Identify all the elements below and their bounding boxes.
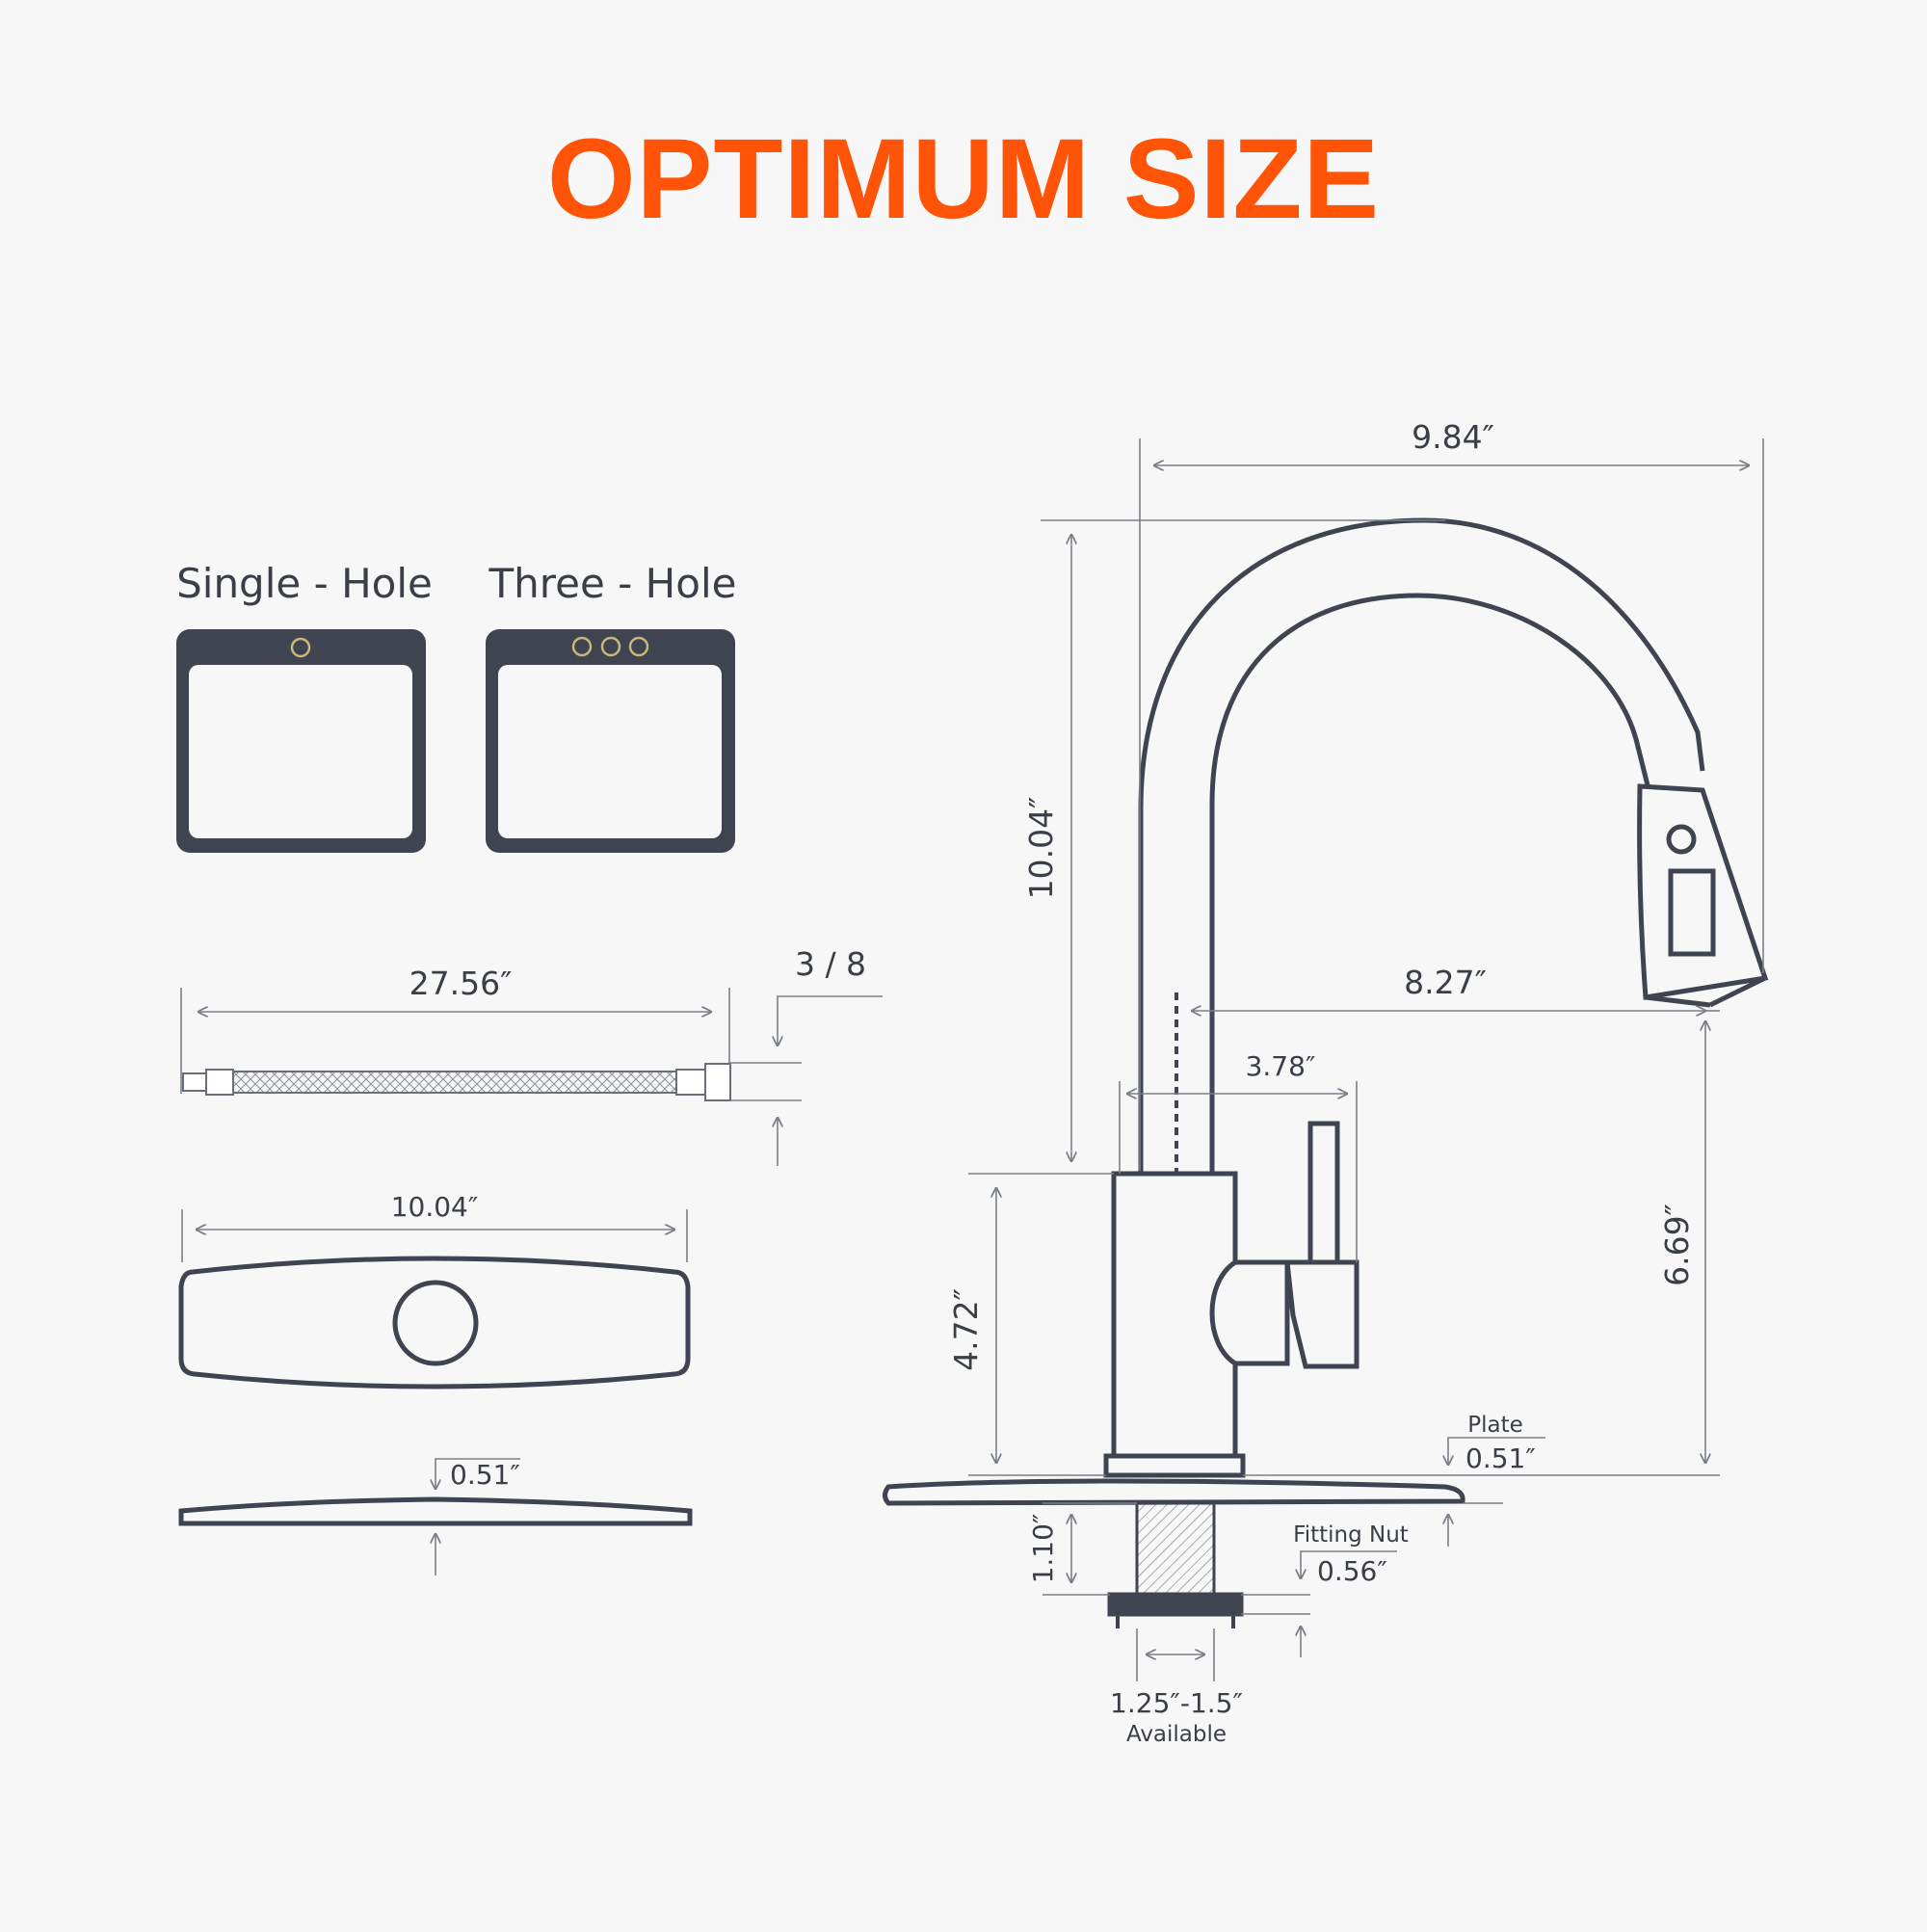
faucet-hole-icon xyxy=(571,636,593,657)
faucet-drawing xyxy=(883,517,1769,1628)
page-title: OPTIMUM SIZE xyxy=(546,116,1381,243)
single-hole-sink xyxy=(176,629,426,853)
spout-clearance-label: 6.69″ xyxy=(1658,1204,1696,1286)
handle-offset-label: 3.78″ xyxy=(1246,1050,1316,1082)
shank-length-label: 1.10″ xyxy=(1027,1514,1059,1584)
hole-note-label: Available xyxy=(1126,1722,1227,1747)
body-height-label: 4.72″ xyxy=(947,1288,985,1371)
water-hose xyxy=(180,988,883,1166)
plate-label: Plate xyxy=(1467,1413,1523,1438)
hose-thread-label: 3 / 8 xyxy=(795,945,866,983)
fitting-nut-label: Fitting Nut xyxy=(1293,1522,1409,1548)
faucet-hole-icon xyxy=(600,636,621,657)
deck-plate-thickness-label: 0.51″ xyxy=(450,1459,520,1491)
faucet-hole-icon xyxy=(290,637,311,658)
center-hole-icon xyxy=(392,1280,479,1366)
hole-range-label: 1.25″-1.5″ xyxy=(1110,1687,1243,1719)
faucet-reach-label: 9.84″ xyxy=(1412,418,1494,456)
spray-toggle-icon xyxy=(1668,868,1716,957)
spout-reach-label: 8.27″ xyxy=(1404,964,1487,1001)
three-hole-label: Three - Hole xyxy=(488,560,737,607)
three-hole-sink xyxy=(486,629,735,853)
single-hole-label: Single - Hole xyxy=(176,560,433,607)
faucet-height-label: 10.04″ xyxy=(1022,797,1060,900)
faucet-hole-icon xyxy=(628,636,649,657)
deck-plate-side xyxy=(178,1458,693,1575)
faucet-dimension-lines xyxy=(968,438,1764,1681)
spray-button-icon xyxy=(1666,824,1697,855)
hose-length-label: 27.56″ xyxy=(409,965,513,1002)
fitting-nut-height-label: 0.56″ xyxy=(1317,1555,1387,1587)
deck-plate-width-label: 10.04″ xyxy=(391,1191,479,1223)
deck-plate-top xyxy=(178,1209,691,1389)
plate-thickness-label: 0.51″ xyxy=(1465,1442,1536,1474)
